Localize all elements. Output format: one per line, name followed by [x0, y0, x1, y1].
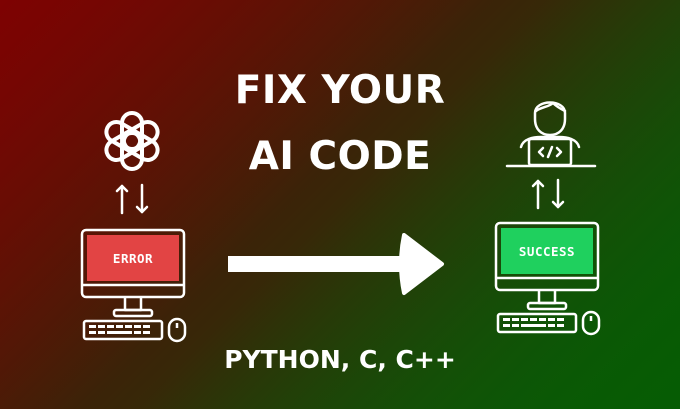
success-computer-icon: SUCCESS	[494, 221, 601, 336]
languages-caption: PYTHON, C, C++	[224, 345, 456, 374]
exchange-arrows-icon-right	[531, 178, 565, 210]
headline-line-1: FIX YOUR	[234, 68, 446, 113]
error-screen	[87, 235, 179, 281]
success-screen	[501, 228, 593, 274]
ai-knot-logo-icon	[104, 111, 160, 171]
exchange-arrows-icon	[115, 183, 149, 215]
programmer-laptop-icon	[505, 101, 597, 168]
error-computer-icon: ERROR	[80, 228, 187, 343]
error-label: ERROR	[113, 251, 153, 266]
headline-line-2: AI CODE	[248, 134, 432, 179]
success-label: SUCCESS	[519, 244, 575, 259]
right-arrow-icon	[228, 233, 444, 295]
